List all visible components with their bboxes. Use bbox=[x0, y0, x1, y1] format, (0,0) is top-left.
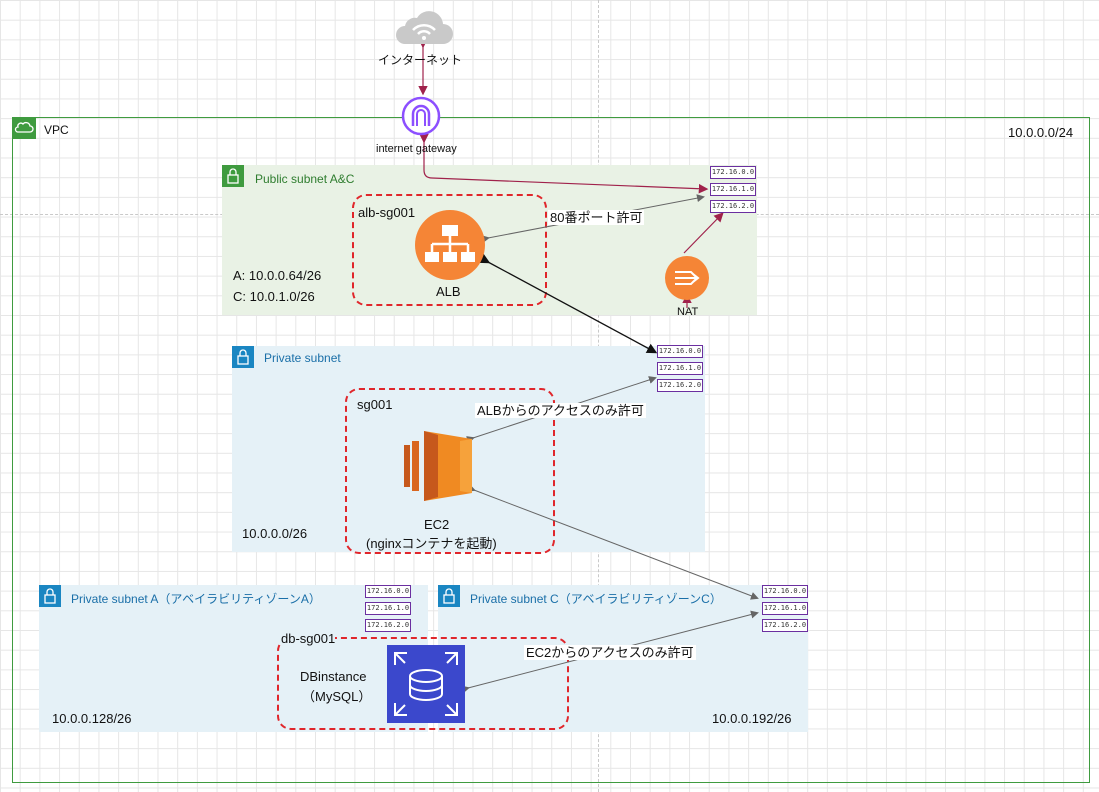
internet-gateway-icon[interactable] bbox=[401, 96, 441, 136]
db-rule-label: EC2からのアクセスのみ許可 bbox=[524, 645, 696, 660]
alb-label: ALB bbox=[436, 284, 461, 299]
internet-label: インターネット bbox=[378, 53, 463, 67]
lock-icon bbox=[438, 585, 460, 607]
private-subnet-a-cidr: 10.0.0.128/26 bbox=[52, 711, 132, 726]
route-entry: 172.16.0.0 bbox=[657, 345, 703, 358]
route-entry: 172.16.2.0 bbox=[365, 619, 411, 632]
alb-icon[interactable] bbox=[415, 210, 485, 280]
lock-icon bbox=[222, 165, 244, 187]
route-entry: 172.16.1.0 bbox=[710, 183, 756, 196]
alb-rule-label: 80番ポート許可 bbox=[548, 210, 645, 225]
vpc-label: VPC bbox=[44, 123, 69, 137]
lock-icon bbox=[232, 346, 254, 368]
route-table-subnet-a[interactable]: 172.16.0.0 172.16.1.0 172.16.2.0 bbox=[365, 585, 411, 636]
ec2-db-routetable-arrow bbox=[466, 484, 759, 600]
db-sg-label: db-sg001 bbox=[281, 631, 336, 646]
ec2-label-line1: EC2 bbox=[424, 517, 450, 532]
internet-gateway-label: internet gateway bbox=[376, 143, 457, 155]
route-entry: 172.16.0.0 bbox=[365, 585, 411, 598]
alb-ec2-routetable-arrow bbox=[478, 253, 658, 354]
nat-routetable-arrow bbox=[683, 212, 724, 254]
route-entry: 172.16.2.0 bbox=[710, 200, 756, 213]
private-subnet-c-cidr: 10.0.0.192/26 bbox=[712, 711, 792, 726]
ec2-instance-icon[interactable] bbox=[404, 427, 472, 505]
internet-cloud-icon[interactable] bbox=[393, 4, 455, 48]
route-entry: 172.16.2.0 bbox=[762, 619, 808, 632]
db-label-line1: DBinstance bbox=[300, 669, 367, 684]
route-entry: 172.16.2.0 bbox=[657, 379, 703, 392]
vpc-container[interactable] bbox=[12, 117, 1090, 783]
public-subnet-cidr-a: A: 10.0.0.64/26 bbox=[233, 268, 322, 283]
route-entry: 172.16.1.0 bbox=[365, 602, 411, 615]
nat-label: NAT bbox=[677, 306, 699, 318]
ec2-security-group[interactable] bbox=[345, 388, 555, 554]
private-subnet-a-label: Private subnet A（アベイラビリティゾーンA） bbox=[71, 592, 321, 606]
ec2-rule-label: ALBからのアクセスのみ許可 bbox=[475, 403, 646, 418]
alb-security-group[interactable] bbox=[352, 194, 547, 306]
private-subnet-a[interactable] bbox=[39, 585, 428, 732]
route-entry: 172.16.1.0 bbox=[762, 602, 808, 615]
alb-sg-label: alb-sg001 bbox=[358, 205, 416, 220]
igw-routetable-arrow bbox=[419, 133, 709, 194]
nat-gateway-icon[interactable] bbox=[665, 256, 709, 300]
route-table-private[interactable]: 172.16.0.0 172.16.1.0 172.16.2.0 bbox=[657, 345, 703, 396]
ec2-sg-label: sg001 bbox=[357, 397, 393, 412]
route-table-igw[interactable]: 172.16.0.0 172.16.1.0 172.16.2.0 bbox=[710, 166, 756, 217]
route-entry: 172.16.0.0 bbox=[762, 585, 808, 598]
route-table-subnet-c[interactable]: 172.16.0.0 172.16.1.0 172.16.2.0 bbox=[762, 585, 808, 636]
db-label-line2: （MySQL） bbox=[302, 689, 372, 704]
route-entry: 172.16.0.0 bbox=[710, 166, 756, 179]
rds-instance-icon[interactable] bbox=[387, 645, 465, 723]
vpc-cloud-icon bbox=[12, 117, 36, 139]
ec2-label-line2: (nginxコンテナを起動) bbox=[366, 536, 497, 551]
public-subnet-cidr-c: C: 10.0.1.0/26 bbox=[233, 289, 315, 304]
route-entry: 172.16.1.0 bbox=[657, 362, 703, 375]
lock-icon bbox=[39, 585, 61, 607]
private-subnet-cidr: 10.0.0.0/26 bbox=[242, 526, 308, 541]
public-subnet-label: Public subnet A&C bbox=[255, 172, 355, 186]
private-subnet-label: Private subnet bbox=[264, 351, 341, 365]
vpc-cidr: 10.0.0.0/24 bbox=[1008, 125, 1074, 140]
